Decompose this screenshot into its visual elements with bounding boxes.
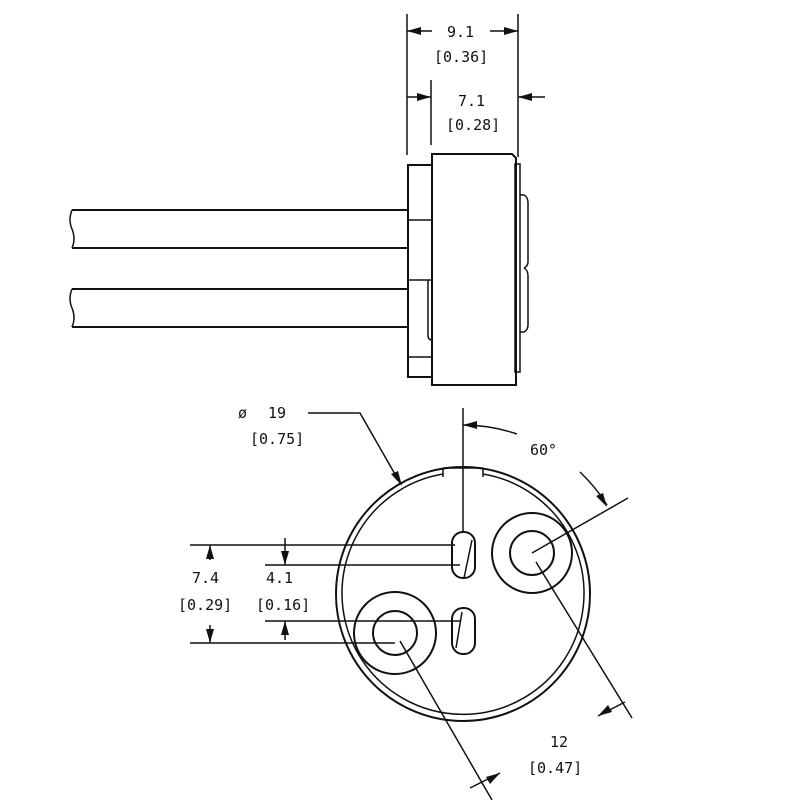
body-width-in: [0.28] <box>446 116 500 134</box>
connector-flange <box>407 164 433 378</box>
dimension-overall-width: 9.1 [0.36] <box>406 14 519 157</box>
dimension-pin-spacing: 12 [0.47] <box>399 561 633 800</box>
dimension-body-width: 7.1 [0.28] <box>407 80 545 145</box>
pin-spacing-in: [0.47] <box>528 759 582 777</box>
slot-lower <box>451 607 476 655</box>
overall-width-in: [0.36] <box>434 48 488 66</box>
dimension-angle: 60° <box>462 408 629 554</box>
slot-offset-in: [0.16] <box>256 596 310 614</box>
slot-upper <box>451 531 476 579</box>
housing-inner <box>341 473 585 715</box>
connector-rear-plate <box>514 163 521 373</box>
diameter-mm: 19 <box>268 404 286 422</box>
pin-spacing-mm: 12 <box>550 733 568 751</box>
wire-lower <box>69 288 408 328</box>
slot-offset-mm: 4.1 <box>266 569 293 587</box>
contact-bump-upper <box>520 194 529 269</box>
pin-offset-in: [0.29] <box>178 596 232 614</box>
pin-offset-mm: 7.4 <box>192 569 219 587</box>
pin-hole-right <box>491 512 573 594</box>
diameter-symbol: ø <box>238 404 247 422</box>
end-view: ø 19 [0.75] 60° 7.4 [0.29] <box>178 404 633 800</box>
dimension-slot-offset: 4.1 [0.16] <box>256 538 460 640</box>
angle-value: 60° <box>530 441 557 459</box>
dimension-pin-offset: 7.4 [0.29] <box>178 544 455 644</box>
pin-hole-left <box>353 591 437 675</box>
diameter-in: [0.75] <box>250 430 304 448</box>
contact-bump-lower <box>520 267 529 333</box>
dimension-diameter: ø 19 [0.75] <box>238 404 402 486</box>
side-view: 9.1 [0.36] 7.1 [0.28] <box>69 14 545 386</box>
wire-upper <box>69 209 408 249</box>
body-width-mm: 7.1 <box>458 92 485 110</box>
overall-width-mm: 9.1 <box>447 23 474 41</box>
connector-body <box>431 153 517 386</box>
